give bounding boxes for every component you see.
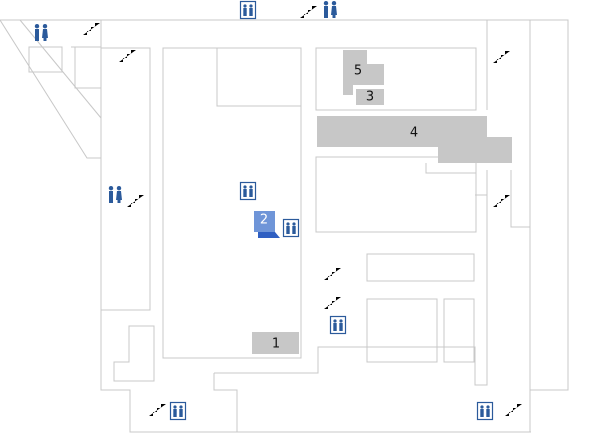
stairs-icon[interactable] xyxy=(114,50,136,67)
unit-3-label: 3 xyxy=(366,90,374,105)
unit-2-label: 2 xyxy=(260,213,268,228)
restroom-icon[interactable] xyxy=(34,24,48,41)
unit-5-label: 5 xyxy=(354,64,362,79)
stairs-icon[interactable] xyxy=(319,297,341,314)
elevator-icon[interactable] xyxy=(282,218,300,238)
unit-1[interactable]: 1 xyxy=(252,332,299,354)
unit-3[interactable]: 3 xyxy=(356,89,384,105)
unit-2-highlighted[interactable]: 2 xyxy=(254,211,280,238)
unit-5[interactable]: 5 xyxy=(343,50,384,95)
building-walls xyxy=(0,19,569,433)
unit-4[interactable]: 4 xyxy=(317,116,512,163)
stairs-icon[interactable] xyxy=(500,404,522,421)
elevator-icon[interactable] xyxy=(239,0,257,20)
stairs-icon[interactable] xyxy=(488,51,510,68)
unit-1-label: 1 xyxy=(272,337,280,352)
stairs-icon[interactable] xyxy=(144,404,166,421)
unit-4-label: 4 xyxy=(410,126,418,141)
elevator-icon[interactable] xyxy=(329,315,347,335)
elevator-icon[interactable] xyxy=(476,401,494,421)
stairs-icon[interactable] xyxy=(122,195,144,212)
stairs-icon[interactable] xyxy=(488,195,510,212)
stairs-icon[interactable] xyxy=(78,23,100,40)
elevator-icon[interactable] xyxy=(239,181,257,201)
stairs-icon[interactable] xyxy=(319,268,341,285)
elevator-icon[interactable] xyxy=(169,401,187,421)
restroom-icon[interactable] xyxy=(323,1,337,18)
restroom-icon[interactable] xyxy=(108,186,122,203)
